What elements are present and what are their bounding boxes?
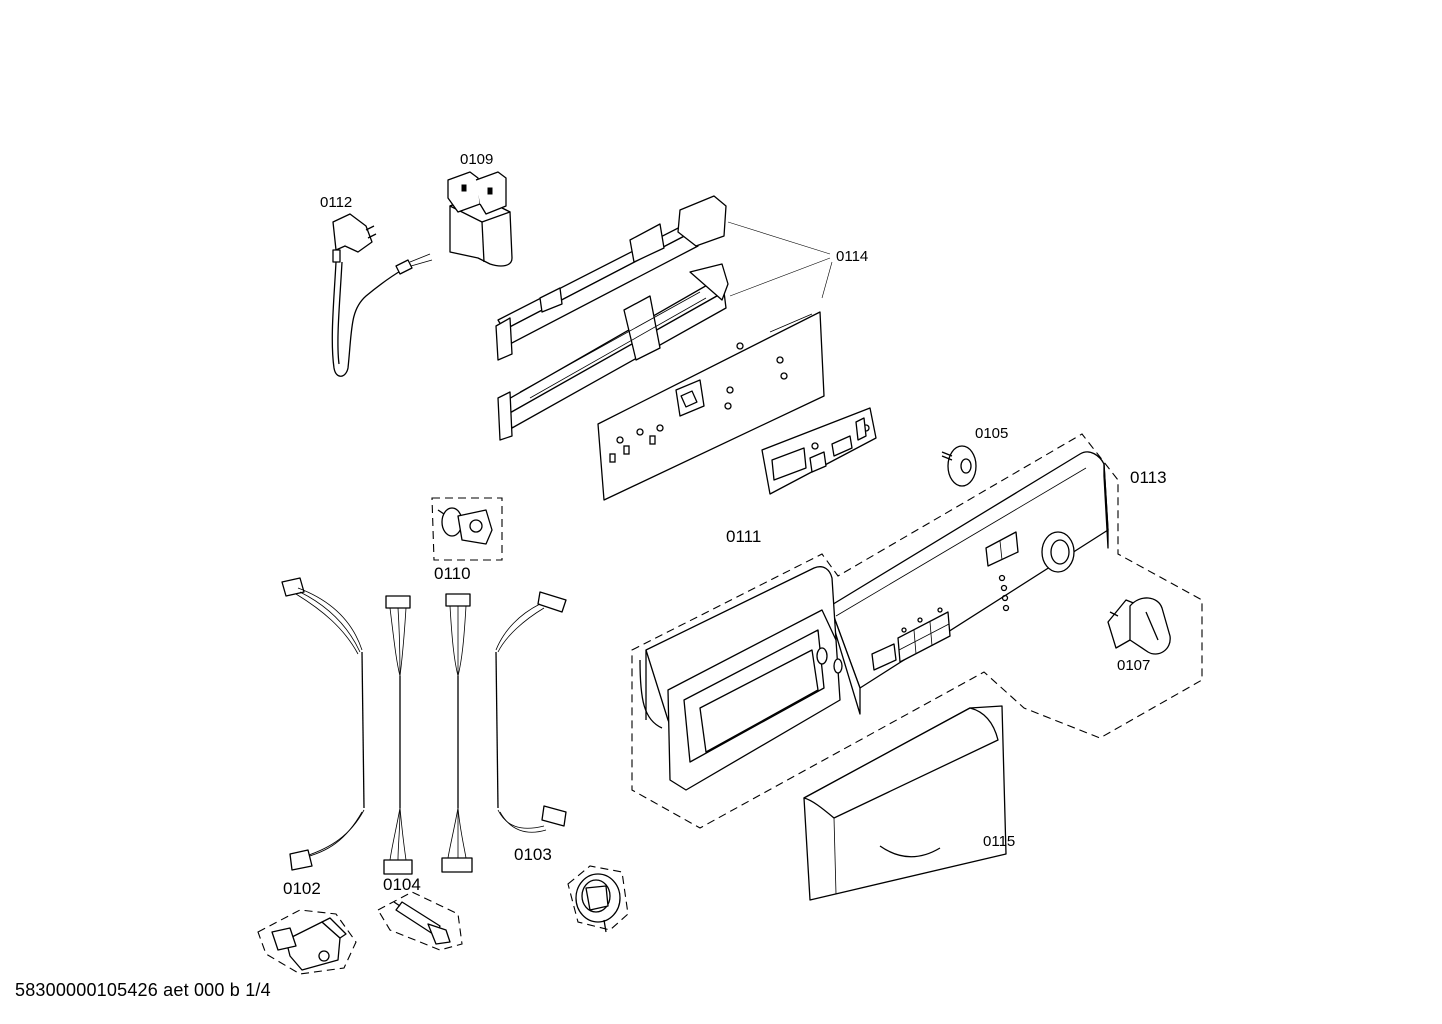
label-0107: 0107 [1117,657,1150,674]
drawing-reference-code: 58300000105426 aet 000 b 1/4 [15,980,271,1000]
control-module-frame[interactable] [497,263,729,441]
label-0114: 0114 [836,248,868,265]
label-0111: 0111 [726,527,761,546]
temperature-sensor-part[interactable] [377,891,463,951]
leader-lines-0114 [727,221,833,299]
knob-shaft-part[interactable] [941,445,977,487]
pump-part[interactable] [257,909,357,975]
label-0104: 0104 [383,875,421,894]
label-0105: 0105 [975,425,1008,442]
display-board-part[interactable] [761,407,877,495]
label-0115: 0115 [983,833,1015,850]
wiring-harness-0102[interactable] [281,577,365,871]
power-cord-part[interactable] [331,213,433,377]
label-0103: 0103 [514,845,552,864]
pressure-sensor-0110-part[interactable] [431,497,503,561]
wiring-harness-0104-a[interactable] [383,595,413,875]
drawer-handle-cover[interactable] [803,705,1007,901]
pressure-switch-part[interactable] [567,865,629,933]
program-knob-part[interactable] [1107,597,1171,655]
label-0109: 0109 [460,151,493,168]
detergent-drawer-frame[interactable] [639,566,843,791]
main-pcb-board[interactable] [597,311,825,501]
label-0102: 0102 [283,879,321,898]
control-panel-fascia[interactable] [829,451,1109,715]
wiring-harness-0104-b[interactable] [441,593,473,873]
label-0112: 0112 [320,194,352,211]
label-0113: 0113 [1130,468,1167,487]
control-module-top-rail[interactable] [495,195,727,361]
interference-filter-part[interactable] [447,171,513,267]
panel-assembly-boundary [631,433,1203,829]
wiring-harness-0103[interactable] [495,591,567,833]
label-0110: 0110 [434,564,471,583]
